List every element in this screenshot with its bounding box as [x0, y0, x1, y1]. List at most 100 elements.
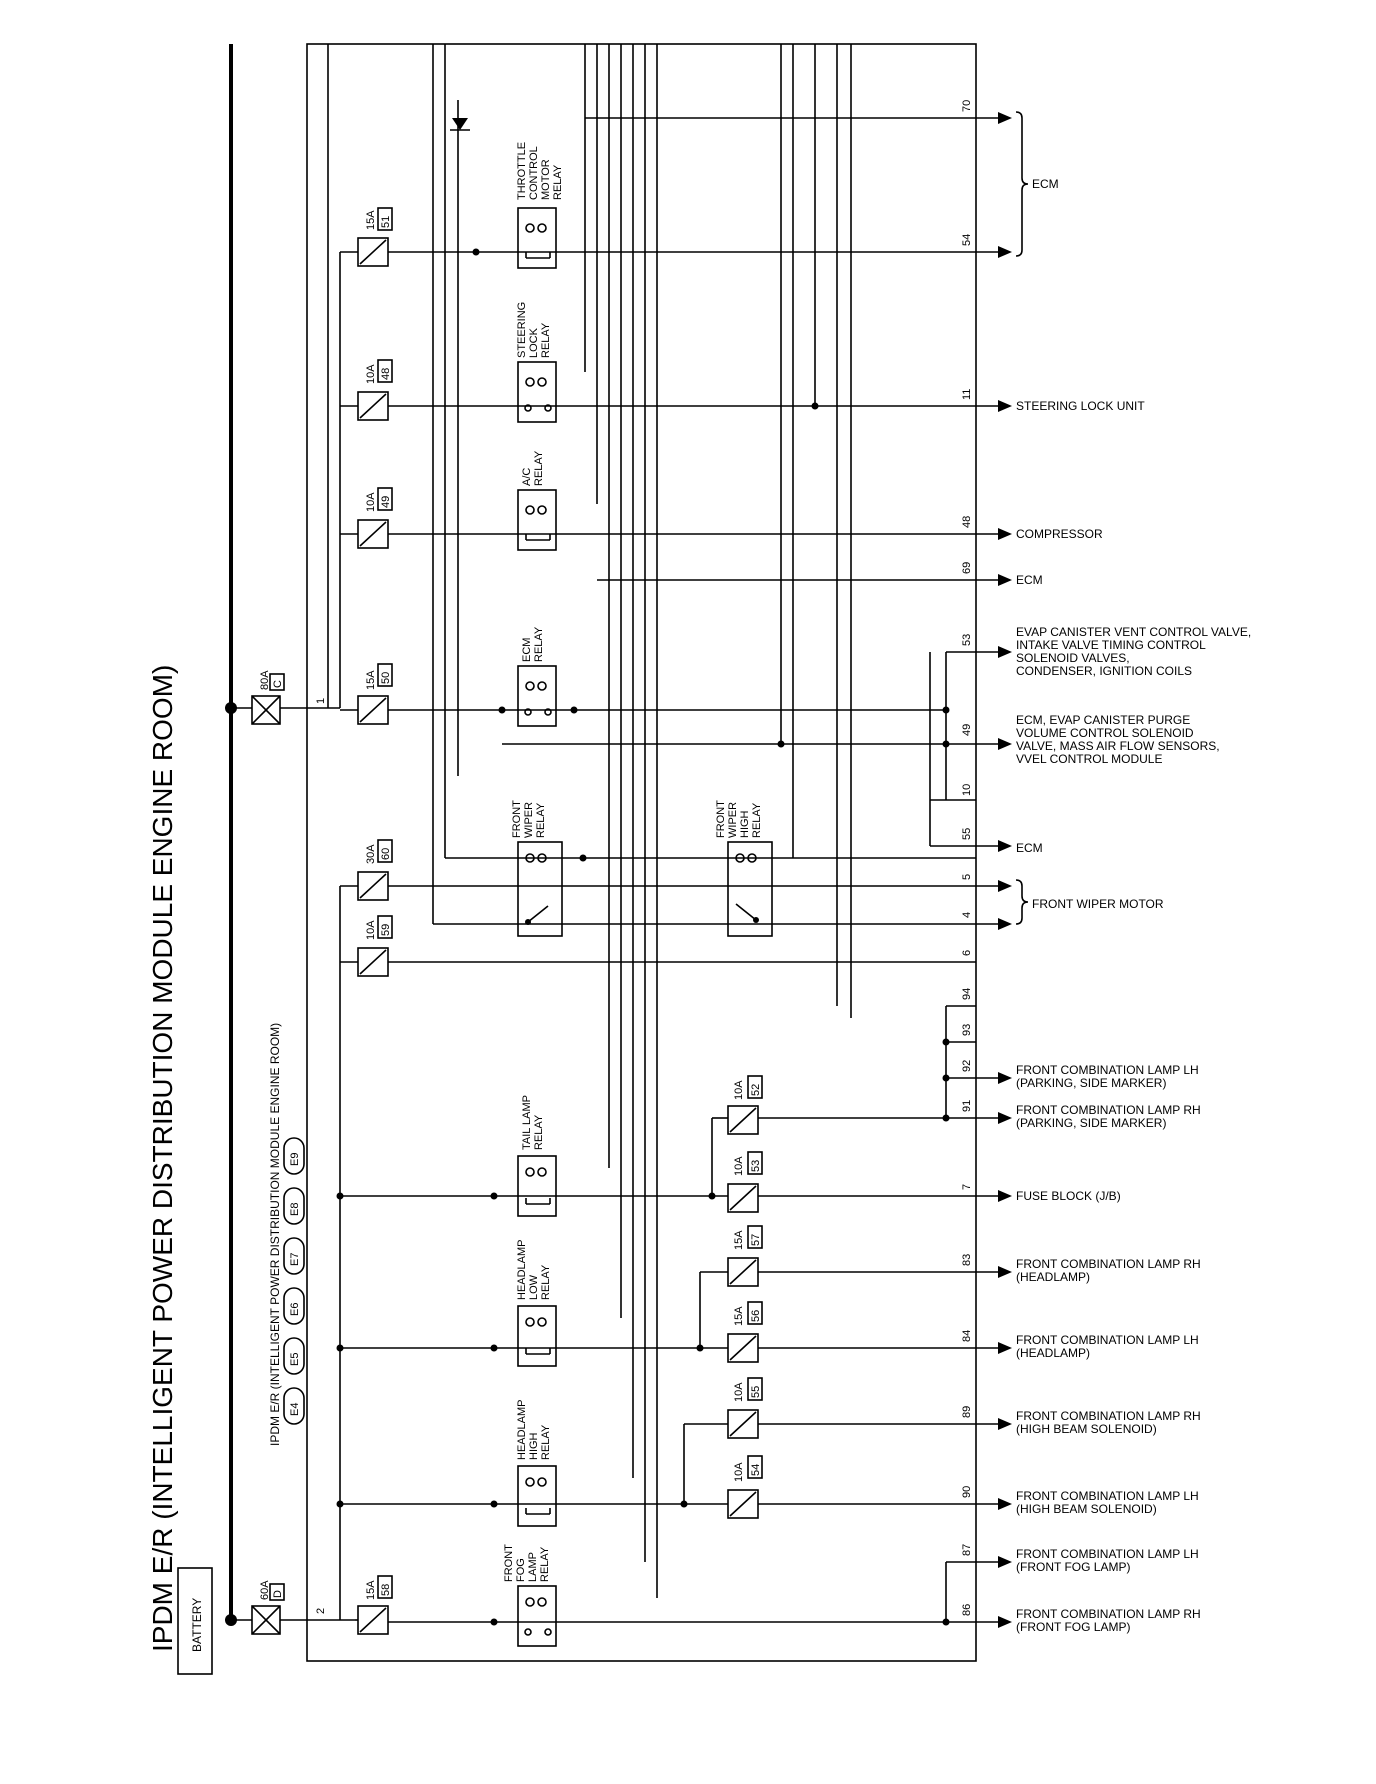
svg-text:30A: 30A — [365, 844, 377, 864]
ecm-bracket — [1015, 111, 1029, 257]
svg-text:15A: 15A — [365, 670, 377, 690]
connector-e7: E7 — [283, 1237, 305, 1275]
battery-box — [177, 1567, 213, 1675]
svg-text:59: 59 — [380, 924, 392, 936]
fuse-10a-54: 10A 54 — [727, 1455, 763, 1519]
battery-label: BATTERY — [190, 1598, 204, 1652]
svg-text:86: 86 — [961, 1604, 973, 1616]
output-combination-lamp-lh-parking: FRONT COMBINATION LAMP LH (PARKING, SIDE… — [1016, 1063, 1202, 1090]
output-compressor: COMPRESSOR — [1016, 527, 1103, 541]
svg-text:51: 51 — [380, 216, 392, 228]
svg-text:7: 7 — [961, 1184, 973, 1190]
output-combination-lamp-rh-high-beam: FRONT COMBINATION LAMP RH (HIGH BEAM SOL… — [1016, 1409, 1204, 1436]
fuse-10a-53: 10A 53 — [727, 1151, 763, 1213]
fuse-10a-55: 10A 55 — [727, 1377, 763, 1439]
relay-front-fog-lamp: FRONTFOGLAMPRELAY — [503, 1544, 557, 1647]
svg-text:83: 83 — [961, 1254, 973, 1266]
svg-text:60: 60 — [380, 848, 392, 860]
svg-text:53: 53 — [961, 634, 973, 646]
terminal-numbers: 70 54 11 48 69 53 49 10 55 5 4 6 94 93 9… — [961, 100, 973, 1616]
svg-text:54: 54 — [961, 234, 973, 246]
module-label: IPDM E/R (INTELLIGENT POWER DISTRIBUTION… — [268, 1023, 282, 1446]
connector-e5: E5 — [283, 1337, 305, 1375]
bus-terminal-2: 2 — [315, 1608, 327, 1614]
fuse-10a-59: 10A 59 — [340, 915, 393, 977]
svg-text:E8: E8 — [289, 1203, 301, 1216]
svg-text:ECMRELAY: ECMRELAY — [521, 626, 545, 662]
output-ecm-evap-purge: ECM, EVAP CANISTER PURGE VOLUME CONTROL … — [1016, 713, 1223, 766]
svg-text:E9: E9 — [289, 1153, 301, 1166]
svg-text:15A: 15A — [365, 210, 377, 230]
fuse-10a-49: 10A 49 — [340, 487, 393, 549]
ipdm-module-outline — [306, 43, 977, 1662]
connector-e8: E8 — [283, 1187, 305, 1225]
output-labels: ECM STEERING LOCK UNIT COMPRESSOR ECM EV… — [1016, 177, 1255, 1634]
svg-text:10A: 10A — [365, 492, 377, 512]
fuse-10a-48: 10A 48 — [340, 359, 393, 421]
svg-text:55: 55 — [750, 1386, 762, 1398]
svg-text:10A: 10A — [733, 1156, 745, 1176]
svg-text:HEADLAMPHIGHRELAY: HEADLAMPHIGHRELAY — [516, 1399, 552, 1460]
svg-text:6: 6 — [961, 950, 973, 956]
svg-text:87: 87 — [961, 1544, 973, 1556]
svg-text:4: 4 — [961, 912, 973, 918]
connector-e6: E6 — [283, 1287, 305, 1325]
svg-text:53: 53 — [750, 1160, 762, 1172]
svg-text:15A: 15A — [733, 1306, 745, 1326]
fusible-link-80a: 80A C — [231, 670, 307, 725]
svg-text:48: 48 — [380, 368, 392, 380]
page-title: IPDM E/R (INTELLIGENT POWER DISTRIBUTION… — [147, 665, 178, 1652]
svg-text:E5: E5 — [289, 1353, 301, 1366]
svg-text:TAIL LAMPRELAY: TAIL LAMPRELAY — [521, 1095, 545, 1150]
connector-e9: E9 — [283, 1137, 305, 1175]
relay-front-wiper-high: FRONTWIPERHIGHRELAY — [715, 800, 773, 937]
relay-throttle-control-motor: THROTTLECONTROLMOTORRELAY — [516, 142, 564, 269]
svg-text:56: 56 — [750, 1310, 762, 1322]
svg-text:89: 89 — [961, 1406, 973, 1418]
svg-text:55: 55 — [961, 828, 973, 840]
output-fuse-block: FUSE BLOCK (J/B) — [1016, 1189, 1121, 1203]
output-ecm-2: ECM — [1016, 573, 1043, 587]
output-arrows — [976, 112, 1012, 1628]
svg-text:58: 58 — [380, 1584, 392, 1596]
svg-text:10A: 10A — [365, 920, 377, 940]
output-combination-lamp-lh-headlamp: FRONT COMBINATION LAMP LH (HEADLAMP) — [1016, 1333, 1202, 1360]
svg-text:STEERINGLOCKRELAY: STEERINGLOCKRELAY — [516, 302, 552, 358]
output-combination-lamp-rh-fog: FRONT COMBINATION LAMP RH (FRONT FOG LAM… — [1016, 1607, 1204, 1634]
svg-text:THROTTLECONTROLMOTORRELAY: THROTTLECONTROLMOTORRELAY — [516, 142, 564, 200]
svg-text:10A: 10A — [733, 1080, 745, 1100]
connector-e4: E4 — [283, 1387, 305, 1425]
fusible-link-60a: 60A D — [231, 1580, 307, 1635]
internal-rails — [307, 44, 852, 1621]
svg-text:HEADLAMPLOWRELAY: HEADLAMPLOWRELAY — [516, 1239, 552, 1300]
svg-text:70: 70 — [961, 100, 973, 112]
svg-text:FRONTFOGLAMPRELAY: FRONTFOGLAMPRELAY — [503, 1544, 551, 1582]
relay-front-wiper: FRONTWIPERRELAY — [511, 800, 563, 937]
svg-text:49: 49 — [380, 496, 392, 508]
svg-text:84: 84 — [961, 1330, 973, 1342]
fuse-15a-51: 15A 51 — [340, 207, 393, 267]
fuse-30a-60: 30A 60 — [340, 839, 393, 901]
svg-text:54: 54 — [750, 1464, 762, 1476]
output-combination-lamp-rh-headlamp: FRONT COMBINATION LAMP RH (HEADLAMP) — [1016, 1257, 1204, 1284]
relay-ecm: ECMRELAY — [517, 626, 557, 727]
wiper-motor-bracket — [1015, 879, 1029, 925]
relay-headlamp-high: HEADLAMPHIGHRELAY — [516, 1399, 557, 1527]
svg-text:FRONTWIPERHIGHRELAY: FRONTWIPERHIGHRELAY — [715, 800, 763, 838]
output-ecm-1: ECM — [1032, 177, 1059, 191]
svg-text:15A: 15A — [733, 1230, 745, 1250]
output-front-wiper-motor: FRONT WIPER MOTOR — [1032, 897, 1164, 911]
svg-text:91: 91 — [961, 1100, 973, 1112]
svg-text:10: 10 — [961, 784, 973, 796]
svg-text:50: 50 — [380, 672, 392, 684]
svg-text:10A: 10A — [733, 1462, 745, 1482]
svg-text:E4: E4 — [289, 1403, 301, 1416]
output-combination-lamp-rh-parking: FRONT COMBINATION LAMP RH (PARKING, SIDE… — [1016, 1103, 1204, 1130]
fuse-15a-58: 15A 58 — [355, 1575, 393, 1635]
relay-headlamp-low: HEADLAMPLOWRELAY — [516, 1239, 557, 1367]
svg-text:11: 11 — [961, 389, 973, 400]
svg-text:94: 94 — [961, 988, 973, 1000]
output-evap-vent: EVAP CANISTER VENT CONTROL VALVE, INTAKE… — [1016, 625, 1255, 678]
fuse-15a-50: 15A 50 — [340, 663, 393, 725]
